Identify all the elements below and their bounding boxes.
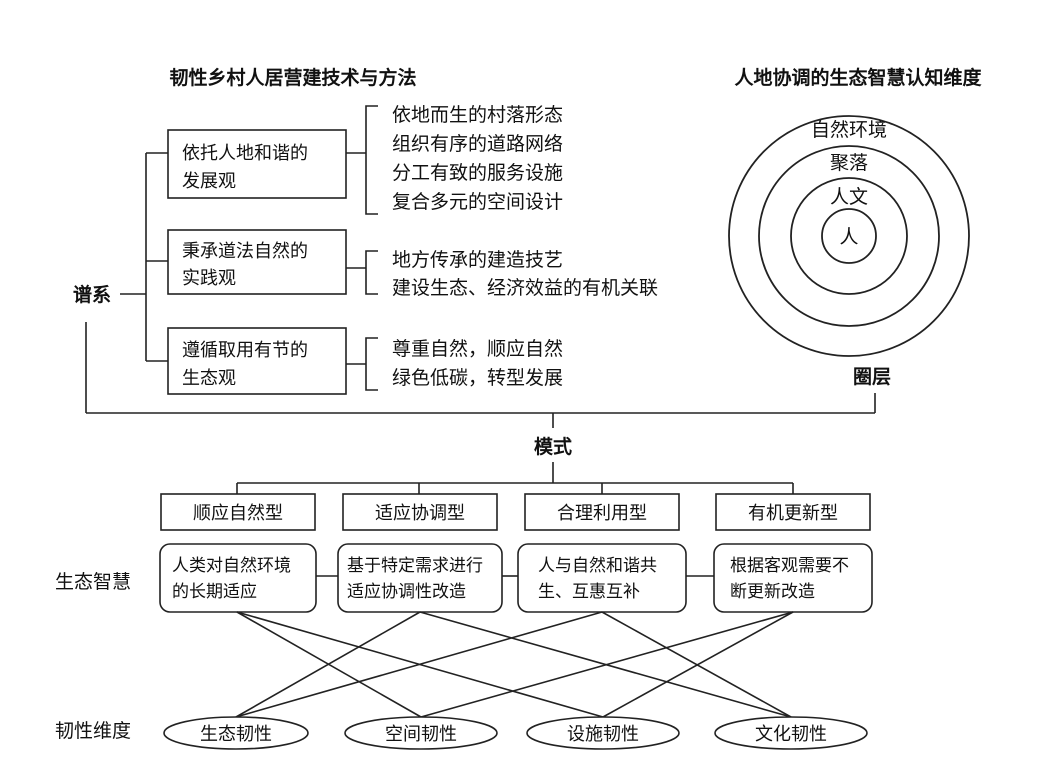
concept-1-line-2: 发展观	[182, 171, 236, 192]
item-1-4: 复合多元的空间设计	[392, 191, 563, 213]
ring-label-1: 自然环境	[811, 119, 887, 141]
mode-box-2: 适应协调型	[342, 493, 498, 531]
ring-label-4: 人	[839, 226, 858, 248]
resilience-ellipse-2: 空间韧性	[344, 716, 498, 750]
concept-3-line-1: 遵循取用有节的	[182, 340, 308, 361]
quan-ceng-label: 圈层	[853, 366, 891, 388]
eco-2-line-2: 适应协调性改造	[347, 582, 466, 602]
mo-shi-label: 模式	[534, 435, 572, 458]
ring-second	[758, 145, 940, 327]
item-3-2: 绿色低碳，转型发展	[392, 367, 563, 389]
link-e3-r1	[235, 611, 603, 718]
concept-2-line-2: 实践观	[182, 268, 236, 289]
pu-xi-label: 谱系	[73, 283, 111, 306]
resilience-3-label: 设施韧性	[567, 724, 639, 745]
concept-box-2: 秉承道法自然的 实践观	[167, 229, 347, 295]
concept-1-line-1: 依托人地和谐的	[182, 143, 308, 164]
items-bracket-1	[365, 105, 378, 215]
eco-box-4: 根据客观需要不 断更新改造	[713, 543, 873, 613]
item-3-1: 尊重自然，顺应自然	[392, 338, 563, 360]
link-e4-r2	[420, 611, 794, 718]
concept-box-1: 依托人地和谐的 发展观	[167, 129, 347, 199]
mode-box-4: 有机更新型	[715, 493, 871, 531]
cross-links	[235, 611, 794, 718]
concept-2-line-1: 秉承道法自然的	[182, 241, 308, 262]
mode-2-label: 适应协调型	[375, 503, 465, 524]
eco-2-line-1: 基于特定需求进行	[347, 556, 483, 576]
eco-box-1: 人类对自然环境 的长期适应	[159, 543, 317, 613]
concentric-rings: 自然环境 聚落 人文 人	[728, 115, 970, 357]
link-e4-r3	[602, 611, 794, 718]
item-2-1: 地方传承的建造技艺	[392, 249, 563, 271]
eco-3-line-1: 人与自然和谐共	[538, 556, 657, 576]
ring-label-3: 人文	[830, 186, 868, 208]
ring-inner	[821, 208, 877, 264]
mode-box-3: 合理利用型	[524, 493, 680, 531]
concept-3-line-2: 生态观	[182, 368, 236, 389]
left-title: 韧性乡村人居营建技术与方法	[169, 66, 416, 89]
mode-1-label: 顺应自然型	[193, 503, 283, 524]
resilience-ellipse-4: 文化韧性	[714, 716, 868, 750]
item-2-2: 建设生态、经济效益的有机关联	[392, 277, 658, 299]
resilience-ellipse-1: 生态韧性	[163, 716, 309, 750]
eco-box-3: 人与自然和谐共 生、互惠互补	[517, 543, 687, 613]
items-bracket-2	[365, 250, 378, 295]
item-1-1: 依地而生的村落形态	[392, 104, 563, 126]
resilience-1-label: 生态韧性	[200, 724, 272, 745]
eco-4-line-2: 断更新改造	[730, 582, 815, 602]
mode-box-1: 顺应自然型	[160, 493, 316, 531]
resilience-4-label: 文化韧性	[755, 724, 827, 745]
link-e2-r1	[235, 611, 421, 718]
right-title: 人地协调的生态智慧认知维度	[734, 66, 982, 89]
item-1-3: 分工有致的服务设施	[392, 162, 563, 184]
item-1-2: 组织有序的道路网络	[392, 133, 563, 155]
eco-box-2: 基于特定需求进行 适应协调性改造	[337, 543, 503, 613]
eco-wisdom-label: 生态智慧	[55, 571, 131, 593]
eco-4-line-1: 根据客观需要不	[730, 556, 849, 576]
eco-1-line-1: 人类对自然环境	[172, 556, 291, 576]
ring-label-2: 聚落	[830, 152, 868, 174]
items-bracket-3	[365, 337, 378, 391]
concept-box-3: 遵循取用有节的 生态观	[167, 327, 347, 395]
ring-outer	[728, 115, 970, 357]
ring-third	[790, 177, 908, 295]
resilience-ellipse-3: 设施韧性	[526, 716, 680, 750]
eco-3-line-2: 生、互惠互补	[538, 582, 640, 602]
mode-3-label: 合理利用型	[557, 503, 647, 524]
mode-4-label: 有机更新型	[748, 503, 838, 524]
eco-1-line-2: 的长期适应	[172, 582, 257, 602]
resilience-2-label: 空间韧性	[385, 724, 457, 745]
resilience-dimension-label: 韧性维度	[55, 720, 131, 742]
